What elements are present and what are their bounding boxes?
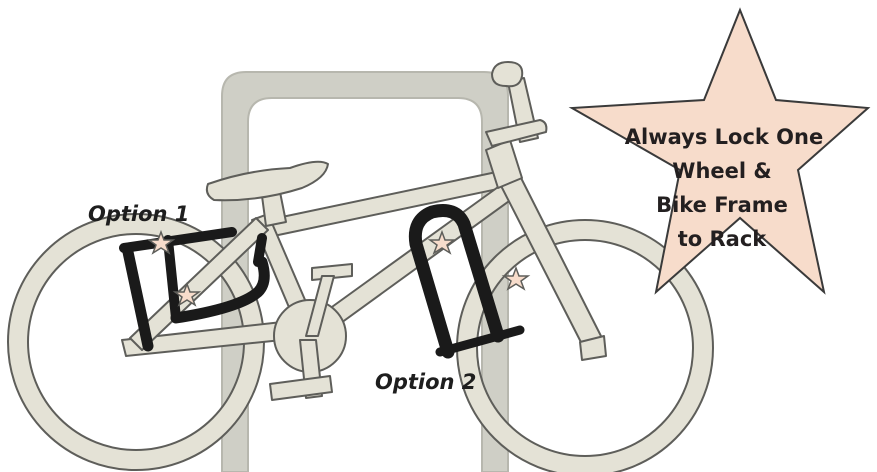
marker-star-1 xyxy=(146,229,176,255)
bike-frame xyxy=(121,61,607,401)
star-badge-line-1: Always Lock One xyxy=(625,125,823,149)
marker-star-4 xyxy=(501,265,531,291)
star-badge: Always Lock One Wheel & Bike Frame to Ra… xyxy=(568,7,871,295)
star-badge-line-2: Wheel & xyxy=(672,159,771,183)
star-badge-line-4: to Rack xyxy=(678,227,768,251)
marker-star-2 xyxy=(172,281,202,307)
marker-stars xyxy=(146,229,531,307)
u-lock-option-2 xyxy=(408,204,525,359)
marker-star-3 xyxy=(427,229,457,255)
star-badge-line-3: Bike Frame xyxy=(656,193,788,217)
bike-rack xyxy=(221,71,509,472)
option-1-label: Option 1 xyxy=(88,202,189,226)
option-2-label: Option 2 xyxy=(375,370,476,394)
